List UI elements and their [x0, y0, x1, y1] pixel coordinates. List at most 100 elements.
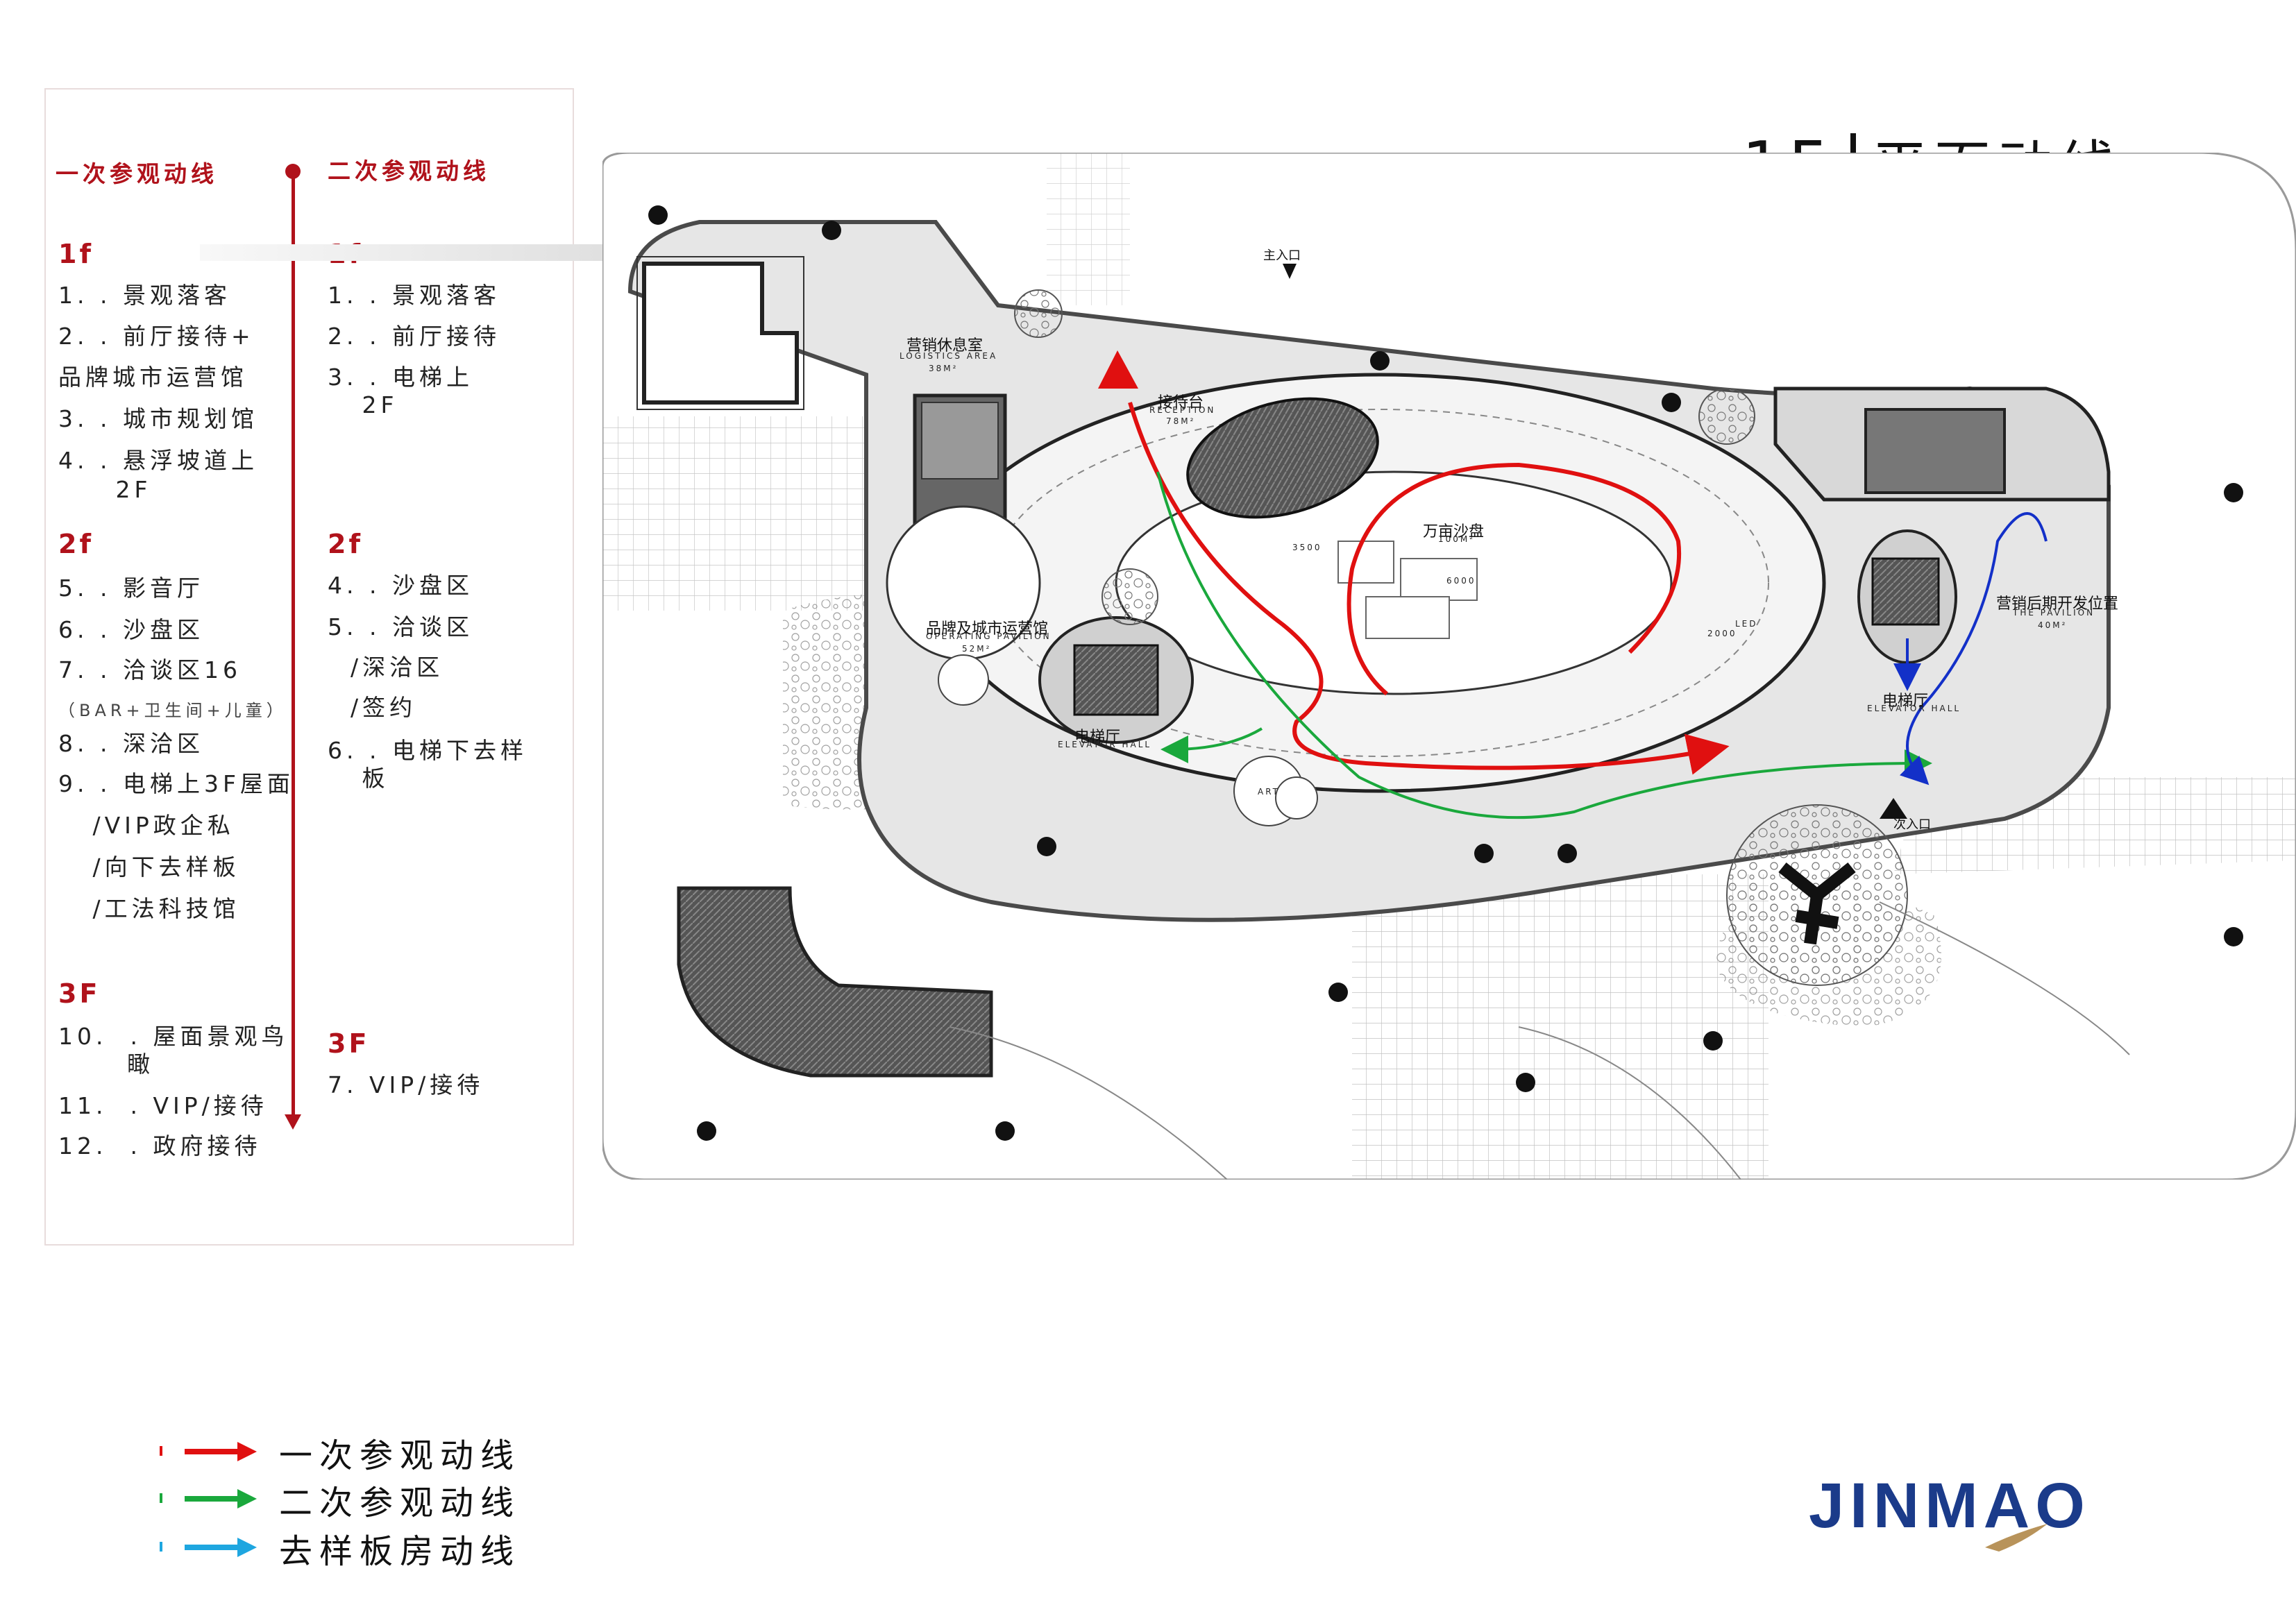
- primary-item: 2F: [58, 476, 152, 503]
- label-pavilion-area: 52M²: [962, 644, 992, 654]
- label-dim-2: 6000: [1446, 576, 1476, 586]
- timeline-end-arrow: [285, 1114, 301, 1130]
- primary-item: 3. . 城市规划馆: [58, 405, 258, 432]
- paving-grid-bottom: [1352, 874, 1769, 1180]
- main-entrance-arrow: [1283, 264, 1297, 279]
- primary-item: /工法科技馆: [58, 895, 240, 922]
- label-elevator-left-en: ELEVATOR HALL: [1058, 740, 1152, 749]
- label-reception-en: RECEPTION: [1149, 405, 1216, 415]
- label-sandtable-area: 100M²: [1438, 534, 1476, 544]
- panel-connector-band: [200, 244, 602, 261]
- label-logistics-area: 38M²: [929, 364, 959, 373]
- label-logistics: 营销休息室: [906, 337, 984, 355]
- primary-item: 11. . VIP/接待: [58, 1092, 268, 1119]
- secondary-section-2f: 2f: [328, 529, 363, 559]
- label-future: 营销后期开发位置: [1996, 595, 2119, 613]
- primary-item: 6. . 沙盘区: [58, 616, 204, 643]
- legend-label-primary: 一次参观动线: [279, 1436, 521, 1475]
- elevator-right: [1871, 557, 1940, 626]
- jinmao-logo: JINMAO: [1809, 1470, 2091, 1541]
- tree-small: [1101, 568, 1158, 625]
- label-reception: 接待台: [1158, 394, 1204, 411]
- primary-item: 12. . 政府接待: [58, 1132, 262, 1159]
- secondary-section-3f: 3F: [328, 1028, 370, 1059]
- primary-section-3f: 3F: [58, 978, 101, 1009]
- art-piece-small: [1275, 776, 1318, 819]
- logo-swoosh: [1985, 1524, 2048, 1552]
- floor-plan: [602, 153, 2296, 1180]
- secondary-entrance-arrow: [1880, 798, 1907, 819]
- tree-small: [1014, 289, 1063, 338]
- sandtable-model: [1400, 558, 1478, 601]
- legend-arrow-red: [185, 1442, 257, 1461]
- label-future-en: THE PAVILION: [2013, 608, 2095, 618]
- label-art: ART: [1258, 787, 1281, 797]
- primary-item: 10. . 屋面景观鸟: [58, 1023, 289, 1050]
- reception-platform: [1186, 397, 1379, 519]
- legend-arrow-green: [185, 1489, 257, 1509]
- stair-core-right: [1864, 408, 2006, 494]
- legend-tick-red: [160, 1446, 162, 1456]
- primary-item: 7. . 洽谈区16: [58, 656, 242, 683]
- primary-section-1f: 1f: [58, 239, 94, 269]
- primary-route-path-1: [1128, 402, 1730, 775]
- primary-item: 9. . 电梯上3F屋面: [58, 770, 294, 797]
- secondary-item: /签约: [328, 694, 417, 721]
- secondary-route-heading: 二次参观动线: [328, 158, 490, 185]
- tree-small: [1698, 388, 1755, 445]
- primary-item: 4. . 悬浮坡道上: [58, 447, 258, 474]
- secondary-item: 7. VIP/接待: [328, 1071, 484, 1098]
- secondary-item: 3. . 电梯上: [328, 364, 473, 391]
- sample-house-route-path: [1899, 512, 2048, 785]
- primary-item-note: （BAR+卫生间+儿童）: [58, 701, 287, 720]
- label-logistics-en: LOGISTICS AREA: [900, 351, 998, 361]
- primary-item: 瞰: [58, 1051, 154, 1078]
- elevator-left: [1073, 644, 1159, 716]
- primary-item: /向下去样板: [58, 853, 240, 881]
- core-block-frame: [636, 256, 804, 410]
- primary-item: 5. . 影音厅: [58, 575, 204, 602]
- legend-arrow-blue: [185, 1538, 257, 1557]
- primary-item: 品牌城市运营馆: [58, 364, 248, 391]
- timeline-axis: [292, 168, 295, 1123]
- label-dim-1: 3500: [1292, 543, 1322, 552]
- label-pavilion-en: OPERATING PAVILION: [926, 631, 1052, 641]
- secondary-item: 2F: [328, 391, 398, 418]
- secondary-item: 2. . 前厅接待: [328, 323, 500, 350]
- legend-label-secondary: 二次参观动线: [279, 1484, 521, 1522]
- label-secondary-entrance: 次入口: [1893, 817, 1931, 832]
- label-led: LED: [1735, 619, 1758, 629]
- legend-tick-green: [160, 1493, 162, 1503]
- timeline-start-dot: [285, 164, 301, 179]
- lobby-round-table: [938, 654, 989, 706]
- secondary-item: 板: [328, 765, 389, 792]
- route-list-panel: [44, 88, 574, 1246]
- label-reception-area: 78M²: [1166, 416, 1196, 426]
- secondary-route-branch: [1160, 727, 1263, 763]
- secondary-item: 5. . 洽谈区: [328, 613, 473, 640]
- primary-item: /VIP政企私: [58, 812, 235, 839]
- sandtable-model: [1337, 541, 1394, 584]
- label-elevator-left: 电梯厅: [1074, 729, 1121, 746]
- primary-route-path-2: [1347, 462, 1682, 696]
- primary-item: 1. . 景观落客: [58, 282, 231, 309]
- core-block-left: [642, 262, 799, 405]
- secondary-item: 1. . 景观落客: [328, 282, 500, 309]
- label-sandtable: 万亩沙盘: [1423, 523, 1485, 541]
- landscape-wall-bottom-left: [677, 886, 993, 1078]
- secondary-item: 6. . 电梯下去样: [328, 737, 527, 764]
- label-pavilion: 品牌及城市运营馆: [926, 620, 1049, 638]
- tree-big-branches: [1778, 862, 1856, 945]
- label-dim-3: 2000: [1707, 629, 1737, 638]
- secondary-item: /深洽区: [328, 654, 444, 681]
- secondary-route-path: [1156, 471, 1932, 819]
- primary-item: 2. . 前厅接待+: [58, 323, 255, 350]
- legend-tick-blue: [160, 1542, 162, 1552]
- primary-route-heading: 一次参观动线: [56, 160, 218, 187]
- label-elevator-right: 电梯厅: [1882, 692, 1929, 710]
- primary-section-2f: 2f: [58, 529, 94, 559]
- primary-item: 8. . 深洽区: [58, 730, 204, 757]
- stair-core-inner: [921, 402, 999, 479]
- paving-grid-top: [1047, 153, 1130, 305]
- sandtable-model: [1365, 596, 1450, 639]
